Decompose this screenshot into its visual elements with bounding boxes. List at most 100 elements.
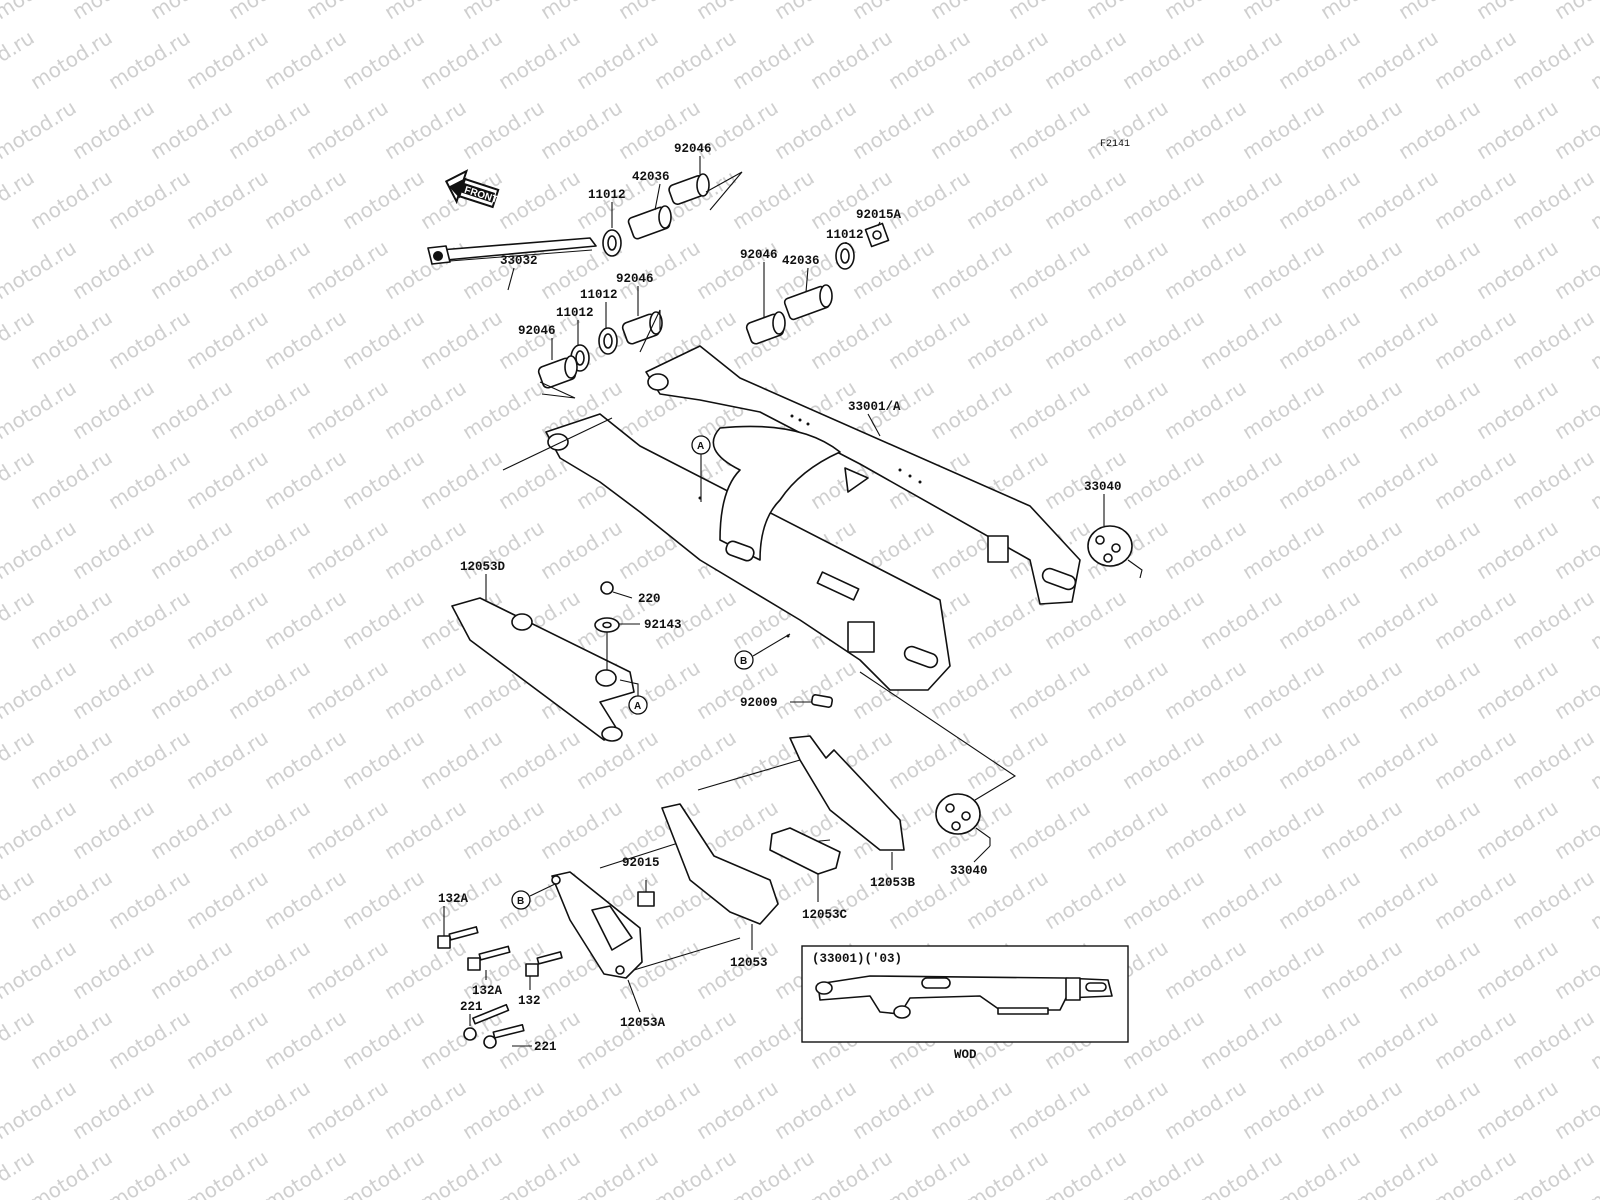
callout-a-upper: A	[691, 435, 711, 502]
watermark-text: motod.ru	[380, 95, 471, 164]
label-11012-left-up: 11012	[580, 288, 618, 302]
label-92143: 92143	[644, 618, 682, 632]
watermark-text: motod.ru	[494, 725, 585, 794]
watermark-text: motod.ru	[68, 375, 159, 444]
watermark-text: motod.ru	[1118, 25, 1209, 94]
watermark-text: motod.ru	[1316, 95, 1407, 164]
part-labels: 92046 42036 11012 92015A 11012 42036 920…	[438, 142, 1122, 1054]
watermark-text: motod.ru	[1238, 95, 1329, 164]
watermark-text: motod.ru	[1160, 655, 1251, 724]
watermark-text: motod.ru	[1196, 305, 1287, 374]
watermark-text: motod.ru	[1160, 795, 1251, 864]
watermark-text: motod.ru	[260, 445, 351, 514]
watermark-text: motod.ru	[146, 515, 237, 584]
label-92009: 92009	[740, 696, 778, 710]
watermark-text: motod.ru	[692, 1075, 783, 1144]
watermark-text: motod.ru	[536, 1075, 627, 1144]
watermark-text: motod.ru	[1430, 725, 1521, 794]
watermark-text: motod.ru	[146, 95, 237, 164]
watermark-text: motod.ru	[1550, 935, 1600, 1004]
watermark-text: motod.ru	[260, 585, 351, 654]
watermark-text: motod.ru	[1118, 585, 1209, 654]
watermark-text: motod.ru	[494, 1145, 585, 1200]
watermark-text: motod.ru	[104, 865, 195, 934]
watermark-text: motod.ru	[0, 795, 80, 864]
watermark-text: motod.ru	[1550, 1075, 1600, 1144]
watermark-text: motod.ru	[380, 515, 471, 584]
watermark-text: motod.ru	[182, 305, 273, 374]
nut-92015	[637, 880, 655, 907]
chain-adjuster-lower	[935, 793, 991, 846]
watermark-text: motod.ru	[416, 1145, 507, 1200]
watermark-text: motod.ru	[260, 25, 351, 94]
label-221-1: 221	[460, 1000, 483, 1014]
watermark-text: motod.ru	[1238, 655, 1329, 724]
watermark-text: motod.ru	[146, 235, 237, 304]
watermark-text: motod.ru	[182, 725, 273, 794]
watermark-text: motod.ru	[68, 795, 159, 864]
inset-box: (33001)('03) WOD	[801, 945, 1129, 1062]
watermark-text: motod.ru	[926, 375, 1017, 444]
watermark-text: motod.ru	[1430, 165, 1521, 234]
watermark-text: motod.ru	[338, 165, 429, 234]
watermark-text: motod.ru	[146, 795, 237, 864]
label-11012-right: 11012	[826, 228, 864, 242]
watermark-text: motod.ru	[1004, 375, 1095, 444]
watermark-text: motod.ru	[1082, 795, 1173, 864]
watermark-text: motod.ru	[770, 95, 861, 164]
watermark-text: motod.ru	[1394, 655, 1485, 724]
watermark-text: motod.ru	[1508, 25, 1599, 94]
watermark-text: motod.ru	[338, 1145, 429, 1200]
watermark-text: motod.ru	[0, 515, 80, 584]
watermark-text: motod.ru	[104, 305, 195, 374]
watermark-text: motod.ru	[1430, 585, 1521, 654]
watermark-text: motod.ru	[26, 585, 117, 654]
chain-guide-12053	[661, 803, 779, 925]
watermark-text: motod.ru	[1472, 1075, 1563, 1144]
callout-b-lower-label: B	[517, 896, 524, 907]
watermark-text: motod.ru	[104, 165, 195, 234]
watermark-text: motod.ru	[302, 655, 393, 724]
watermark-text: motod.ru	[1274, 445, 1365, 514]
watermark-text: motod.ru	[806, 25, 897, 94]
watermark-text: motod.ru	[728, 1145, 819, 1200]
watermark-text: motod.ru	[1238, 375, 1329, 444]
watermark-text: motod.ru	[26, 865, 117, 934]
watermark-text: motod.ru	[1394, 795, 1485, 864]
watermark-text: motod.ru	[1082, 655, 1173, 724]
bolt-92009	[810, 694, 834, 708]
watermark-text: motod.ru	[224, 95, 315, 164]
watermark-text: motod.ru	[614, 235, 705, 304]
label-12053C: 12053C	[802, 908, 848, 922]
watermark-text: motod.ru	[650, 725, 741, 794]
watermark-text: motod.ru	[1082, 235, 1173, 304]
watermark-text: motod.ru	[1082, 375, 1173, 444]
watermark-text: motod.ru	[68, 95, 159, 164]
label-11012-top: 11012	[588, 188, 626, 202]
watermark-text: motod.ru	[68, 1075, 159, 1144]
watermark-text: motod.ru	[1508, 1145, 1599, 1200]
watermark-text: motod.ru	[1472, 655, 1563, 724]
label-42036-right: 42036	[782, 254, 820, 268]
watermark-text: motod.ru	[260, 1145, 351, 1200]
label-221-2: 221	[534, 1040, 557, 1054]
watermark-text: motod.ru	[68, 655, 159, 724]
callout-a-upper-label: A	[697, 441, 704, 452]
diagram-code: F2141	[1100, 139, 1130, 150]
watermark-text: motod.ru	[962, 725, 1053, 794]
watermark-text: motod.ru	[1040, 725, 1131, 794]
watermark-text: motod.ru	[1550, 95, 1600, 164]
watermark-text: motod.ru	[26, 305, 117, 374]
bolt-221-upper	[463, 1003, 510, 1041]
watermark-text: motod.ru	[536, 515, 627, 584]
watermark-text: motod.ru	[1118, 165, 1209, 234]
watermark-text: motod.ru	[884, 165, 975, 234]
bolt-221-lower	[483, 1024, 525, 1049]
label-92046-left-up: 92046	[616, 272, 654, 286]
callout-b-upper: B	[734, 633, 791, 670]
watermark-text: motod.ru	[104, 725, 195, 794]
watermark-text: motod.ru	[182, 25, 273, 94]
watermark-text: motod.ru	[338, 585, 429, 654]
bolt-132	[525, 951, 563, 977]
label-12053: 12053	[730, 956, 768, 970]
